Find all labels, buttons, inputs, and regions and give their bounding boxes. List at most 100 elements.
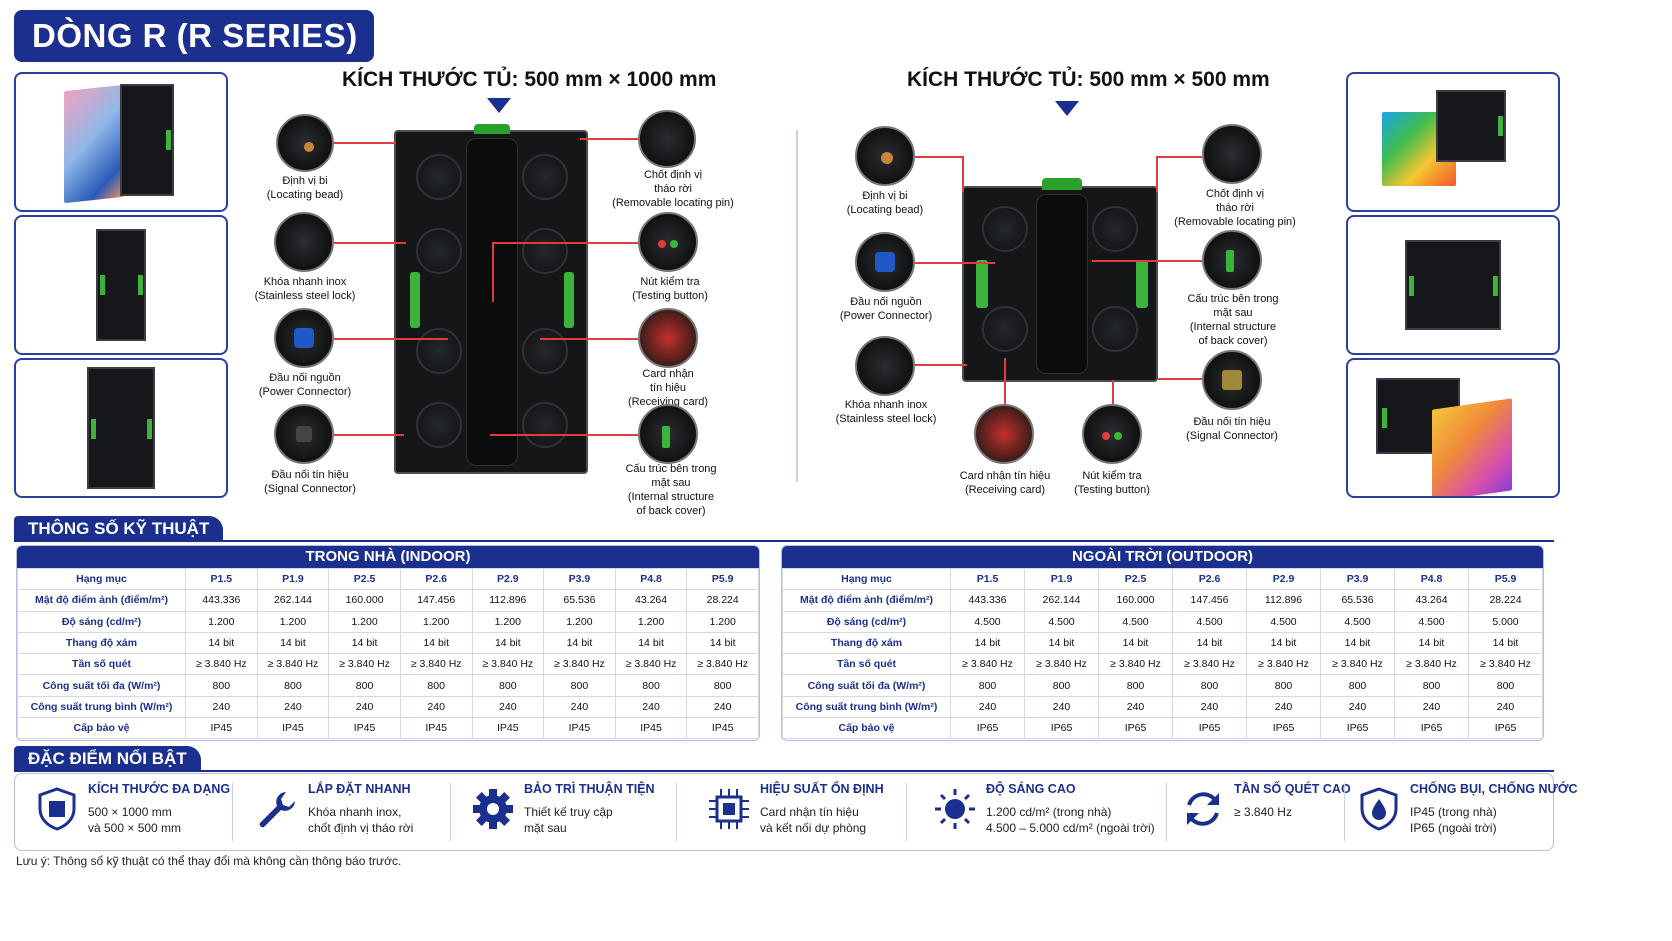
table-cell: IP45 bbox=[399, 717, 473, 740]
table-cell: ≥ 3.840 Hz bbox=[543, 653, 616, 676]
cabinet-right-title: KÍCH THƯỚC TỦ: 500 mm × 500 mm bbox=[907, 68, 1270, 91]
table-cell: IP65 bbox=[1394, 717, 1469, 740]
power-connector-icon bbox=[855, 232, 915, 292]
table-cell: 1.200 bbox=[543, 610, 616, 633]
table-cell: ≥ 3.840 Hz bbox=[399, 653, 473, 676]
table-cell: P1.5 bbox=[950, 567, 1025, 591]
sun-icon bbox=[932, 786, 978, 832]
product-photo-square-with-curved-screen bbox=[1346, 358, 1560, 498]
row-label-cell: Thang độ xám bbox=[782, 631, 951, 655]
product-photo-tall-with-screen bbox=[14, 72, 228, 212]
callout-label: Nút kiểm tra(Testing button) bbox=[1074, 470, 1150, 496]
feature-item: LẮP ĐẶT NHANH Khóa nhanh inox,chốt định … bbox=[254, 782, 454, 842]
table-cell: 800 bbox=[1172, 674, 1247, 697]
table-cell: P1.9 bbox=[1024, 567, 1099, 591]
table-cell: 4.500 bbox=[1246, 610, 1321, 633]
internal-structure-icon bbox=[1202, 230, 1262, 290]
shield-icon bbox=[34, 786, 80, 832]
receiving-card-icon bbox=[638, 308, 698, 368]
row-label-cell: Mật độ điểm ảnh (điểm/m²) bbox=[782, 589, 951, 612]
callout-label: Đầu nối tín hiệu(Signal Connector) bbox=[1186, 416, 1278, 442]
table-cell: 240 bbox=[1172, 695, 1247, 719]
stainless-lock-icon bbox=[274, 212, 334, 272]
water-drop-shield-icon bbox=[1356, 786, 1402, 832]
chip-icon bbox=[706, 786, 752, 832]
product-photo-tall-back bbox=[14, 358, 228, 498]
table-cell: 1.200 bbox=[399, 610, 473, 633]
testing-button-icon bbox=[1082, 404, 1142, 464]
table-cell: P2.6 bbox=[1172, 567, 1247, 591]
table-cell: 443.336 bbox=[185, 589, 258, 612]
callout-label: Đầu nối nguồn(Power Connector) bbox=[258, 372, 352, 398]
table-cell: 240 bbox=[1394, 695, 1469, 719]
table-cell: ≥ 3.840 Hz bbox=[328, 653, 401, 676]
table-cell: IP45 bbox=[328, 717, 401, 740]
table-cell: IP45 bbox=[686, 717, 759, 740]
power-connector-icon bbox=[274, 308, 334, 368]
row-label-cell: Công suất trung bình (W/m²) bbox=[17, 695, 186, 719]
table-cell: ≥ 3.840 Hz bbox=[1098, 653, 1173, 676]
signal-connector-icon bbox=[1202, 350, 1262, 410]
table-cell: 262.144 bbox=[256, 589, 330, 612]
down-arrow-icon bbox=[1055, 101, 1079, 116]
table-cell: 28.224 bbox=[686, 589, 759, 612]
table-cell: 240 bbox=[950, 695, 1025, 719]
table-cell: 43.264 bbox=[614, 589, 688, 612]
table-cell: IP45 bbox=[256, 717, 330, 740]
table-cell: 4.500 bbox=[1394, 610, 1469, 633]
table-cell: 4.500 bbox=[1024, 610, 1099, 633]
row-label-cell: Cấp bảo vệ bbox=[17, 717, 186, 740]
locating-bead-icon bbox=[276, 114, 334, 172]
table-cell: 240 bbox=[1320, 695, 1395, 719]
row-label-cell: Thang độ xám bbox=[17, 631, 186, 655]
table-cell: 800 bbox=[1320, 674, 1395, 697]
table-cell: 14 bit bbox=[185, 631, 258, 655]
table-cell: 65.536 bbox=[543, 589, 616, 612]
table-cell: 14 bit bbox=[1246, 631, 1321, 655]
table-cell: IP45 bbox=[471, 717, 545, 740]
table-cell: ≥ 3.840 Hz bbox=[1246, 653, 1321, 676]
table-cell: 240 bbox=[185, 695, 258, 719]
row-label-cell: Tần số quét bbox=[17, 653, 186, 676]
signal-connector-icon bbox=[274, 404, 334, 464]
table-cell: P1.5 bbox=[185, 567, 258, 591]
row-label-cell: Công suất tối đa (W/m²) bbox=[782, 674, 951, 697]
row-label-cell: Hạng mục bbox=[782, 567, 951, 591]
callout-label: Card nhận tín hiệu(Receiving card) bbox=[959, 470, 1051, 496]
row-label-cell: Độ sáng (cd/m²) bbox=[17, 610, 186, 633]
footnote: Lưu ý: Thông số kỹ thuật có thể thay đổi… bbox=[16, 854, 402, 868]
row-label-cell: Công suất tối đa (W/m²) bbox=[17, 674, 186, 697]
table-cell: IP65 bbox=[1320, 717, 1395, 740]
table-cell: 1.200 bbox=[471, 610, 545, 633]
table-cell: IP65 bbox=[1024, 717, 1099, 740]
table-cell: ≥ 3.840 Hz bbox=[1024, 653, 1099, 676]
table-cell: 14 bit bbox=[1024, 631, 1099, 655]
table-cell: ≥ 3.840 Hz bbox=[950, 653, 1025, 676]
table-cell: 800 bbox=[1468, 674, 1543, 697]
feature-item: ĐỘ SÁNG CAO 1.200 cd/m² (trong nhà)4.500… bbox=[932, 782, 1162, 842]
indoor-table-title: TRONG NHÀ (INDOOR) bbox=[17, 546, 759, 568]
table-cell: 65.536 bbox=[1320, 589, 1395, 612]
table-cell: 800 bbox=[614, 674, 688, 697]
table-cell: ≥ 3.840 Hz bbox=[1172, 653, 1247, 676]
testing-button-icon bbox=[638, 212, 698, 272]
row-label-cell: Công suất trung bình (W/m²) bbox=[782, 695, 951, 719]
table-cell: 14 bit bbox=[399, 631, 473, 655]
feature-item: CHỐNG BỤI, CHỐNG NƯỚC IP45 (trong nhà)IP… bbox=[1356, 782, 1578, 842]
table-cell: IP45 bbox=[185, 717, 258, 740]
callout-label: Đầu nối tín hiệu(Signal Connector) bbox=[264, 469, 356, 495]
